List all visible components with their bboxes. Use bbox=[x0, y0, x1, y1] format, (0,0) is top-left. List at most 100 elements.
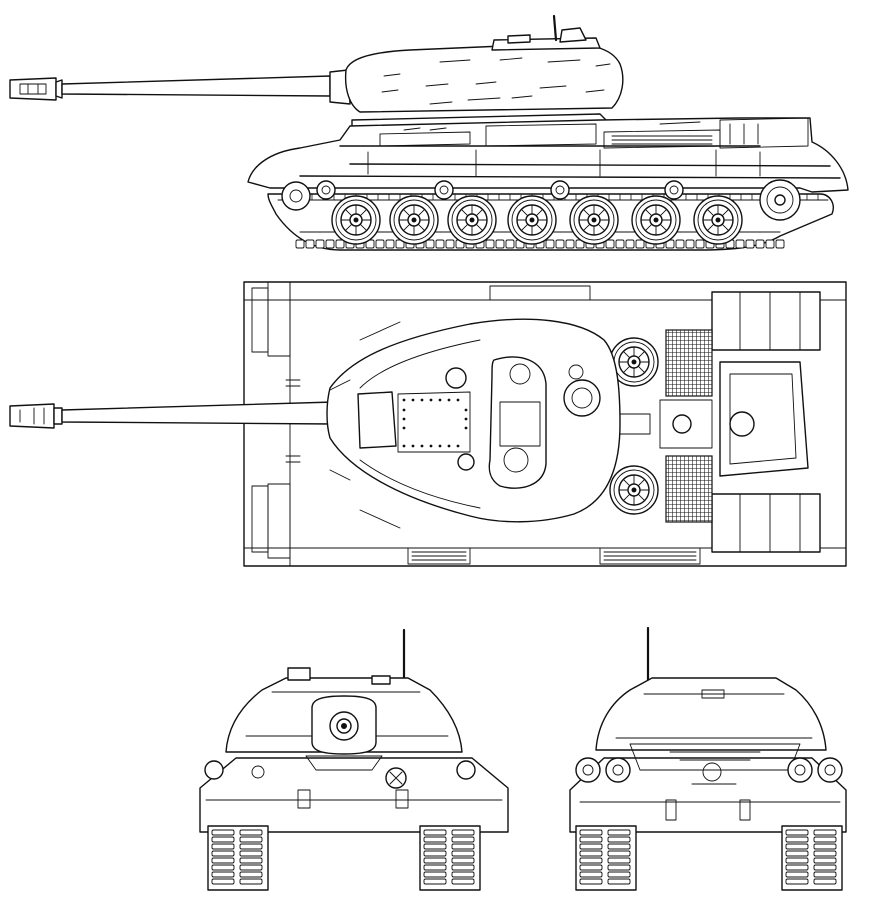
track-link bbox=[607, 836, 631, 843]
track-link bbox=[607, 850, 631, 857]
track-link bbox=[745, 239, 755, 249]
rivet bbox=[402, 444, 406, 448]
track-link bbox=[675, 239, 685, 249]
track-link bbox=[813, 871, 837, 878]
rivet bbox=[447, 398, 451, 402]
top-turret bbox=[326, 318, 621, 523]
rivet bbox=[464, 426, 468, 430]
rivet bbox=[438, 398, 442, 402]
rivet bbox=[429, 398, 433, 402]
track-link bbox=[565, 239, 575, 249]
track-link bbox=[607, 878, 631, 885]
side-hull bbox=[247, 117, 849, 193]
track-link bbox=[695, 239, 705, 249]
top-stowage bbox=[407, 285, 821, 565]
rivet bbox=[411, 444, 415, 448]
track-link bbox=[451, 836, 475, 843]
track-link bbox=[785, 871, 809, 878]
rear-tracks bbox=[575, 825, 843, 891]
rivet bbox=[438, 444, 442, 448]
track-link bbox=[451, 829, 475, 836]
rivet bbox=[402, 417, 406, 421]
track-link bbox=[211, 843, 235, 850]
track-link bbox=[451, 864, 475, 871]
rivet bbox=[402, 408, 406, 412]
road-wheel-3 bbox=[447, 195, 497, 245]
track-link bbox=[495, 239, 505, 249]
track-link bbox=[451, 850, 475, 857]
track-link bbox=[325, 239, 335, 249]
track-link bbox=[423, 850, 447, 857]
track-link bbox=[423, 829, 447, 836]
track-link bbox=[607, 829, 631, 836]
road-wheel-5 bbox=[569, 195, 619, 245]
top-engine-deck bbox=[609, 329, 809, 523]
track-link bbox=[239, 864, 263, 871]
track-link bbox=[239, 836, 263, 843]
track-link bbox=[785, 864, 809, 871]
drive-sprocket bbox=[759, 179, 801, 221]
track-link bbox=[813, 878, 837, 885]
track-link bbox=[813, 864, 837, 871]
rivet bbox=[402, 426, 406, 430]
track-link bbox=[579, 864, 603, 871]
side-gun bbox=[9, 69, 351, 105]
road-wheel-7 bbox=[693, 195, 743, 245]
track-link bbox=[485, 239, 495, 249]
track-link bbox=[579, 871, 603, 878]
front-lights bbox=[204, 760, 476, 809]
track-link bbox=[445, 239, 455, 249]
track-link bbox=[211, 857, 235, 864]
track-link bbox=[813, 829, 837, 836]
track-link bbox=[239, 843, 263, 850]
track-link bbox=[211, 878, 235, 885]
rivet bbox=[456, 398, 460, 402]
track-link bbox=[579, 850, 603, 857]
top-view bbox=[9, 281, 847, 567]
idler-wheel bbox=[281, 181, 311, 211]
track-link bbox=[813, 843, 837, 850]
return-roller-2 bbox=[434, 180, 454, 200]
front-hull bbox=[199, 757, 509, 833]
track-link bbox=[625, 239, 635, 249]
track-link bbox=[615, 239, 625, 249]
track-link bbox=[607, 871, 631, 878]
track-link bbox=[305, 239, 315, 249]
track-link bbox=[423, 871, 447, 878]
front-tracks bbox=[207, 825, 481, 891]
track-link bbox=[785, 829, 809, 836]
track-link bbox=[785, 857, 809, 864]
track-link bbox=[735, 239, 745, 249]
track-link bbox=[813, 850, 837, 857]
track-link bbox=[505, 239, 515, 249]
track-link bbox=[545, 239, 555, 249]
track-link bbox=[211, 871, 235, 878]
track-link bbox=[315, 239, 325, 249]
rivet bbox=[464, 417, 468, 421]
track-link bbox=[239, 857, 263, 864]
rivet bbox=[447, 444, 451, 448]
top-grab-handles bbox=[285, 321, 401, 529]
track-link bbox=[579, 843, 603, 850]
road-wheel-2 bbox=[389, 195, 439, 245]
track-link bbox=[451, 857, 475, 864]
track-link bbox=[239, 850, 263, 857]
track-link bbox=[813, 836, 837, 843]
track-link bbox=[607, 857, 631, 864]
track-link bbox=[685, 239, 695, 249]
rivet bbox=[429, 444, 433, 448]
track-link bbox=[579, 829, 603, 836]
side-track bbox=[267, 179, 834, 251]
road-wheel-6 bbox=[631, 195, 681, 245]
track-link bbox=[785, 836, 809, 843]
track-link bbox=[555, 239, 565, 249]
rear-hull bbox=[569, 757, 847, 833]
side-turret bbox=[344, 14, 624, 133]
track-link bbox=[295, 239, 305, 249]
track-link bbox=[211, 850, 235, 857]
rivet bbox=[411, 398, 415, 402]
rivet bbox=[464, 408, 468, 412]
track-link bbox=[785, 850, 809, 857]
top-gun bbox=[9, 401, 335, 429]
